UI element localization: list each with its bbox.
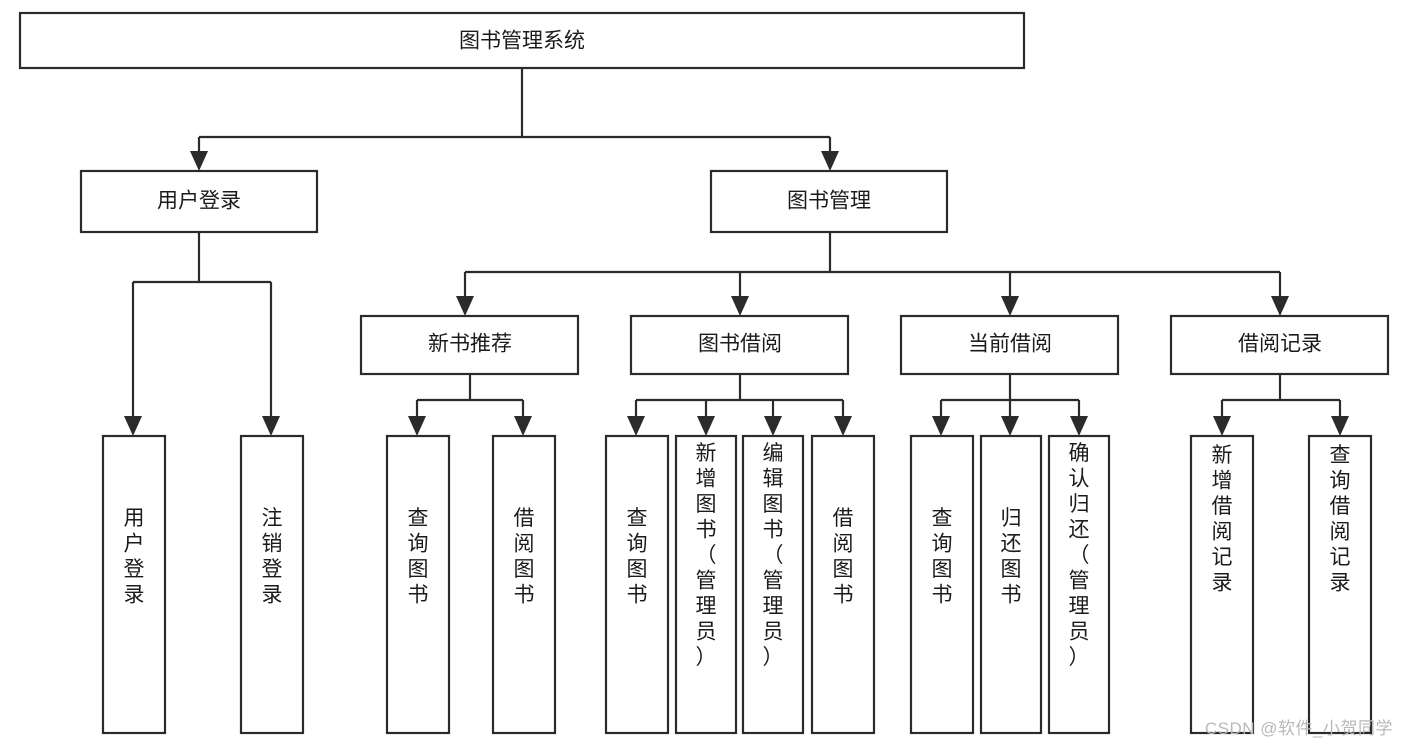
node-user-login-label: 用户登录 bbox=[157, 190, 241, 213]
node-leaf-borrow-book-1-label: 借阅图书 bbox=[514, 507, 535, 607]
node-leaf-borrow-book-1-box[interactable] bbox=[491, 434, 557, 735]
node-leaf-user-login-label: 用户登录 bbox=[124, 507, 145, 607]
node-leaf-return-book-label: 归还图书 bbox=[1001, 507, 1022, 607]
arrow-icon-to-leaf-borrow-book-2 bbox=[834, 416, 852, 436]
arrow-icon-to-leaf-user-login bbox=[124, 416, 142, 436]
node-current-borrow-box[interactable] bbox=[899, 314, 1120, 376]
arrow-icon-to-leaf-add-book bbox=[697, 416, 715, 436]
arrow-icon-to-leaf-query-book-3 bbox=[932, 416, 950, 436]
node-user-login-box[interactable] bbox=[79, 169, 319, 234]
node-leaf-add-record[interactable]: 新增借阅记录 bbox=[1189, 434, 1255, 735]
arrow-icon-to-book-borrow bbox=[731, 296, 749, 316]
node-book-management-label: 图书管理 bbox=[787, 190, 871, 213]
node-leaf-return-book-box[interactable] bbox=[979, 434, 1043, 735]
node-borrow-record[interactable]: 借阅记录 bbox=[1169, 314, 1390, 376]
arrow-icon-to-leaf-return-book bbox=[1001, 416, 1019, 436]
connector-layer bbox=[131, 68, 1342, 418]
node-leaf-edit-book-label: 编辑图书（管理员） bbox=[763, 442, 784, 669]
node-root[interactable]: 图书管理系统 bbox=[18, 11, 1026, 70]
node-leaf-confirm-return-label: 确认归还（管理员） bbox=[1069, 442, 1090, 669]
node-leaf-user-login[interactable]: 用户登录 bbox=[101, 434, 167, 735]
node-book-management-box[interactable] bbox=[709, 169, 949, 234]
node-leaf-query-book-1-label: 查询图书 bbox=[408, 507, 429, 607]
arrow-icon-to-leaf-query-book-2 bbox=[627, 416, 645, 436]
node-current-borrow-label: 当前借阅 bbox=[968, 333, 1052, 356]
arrow-icon-to-leaf-query-book-1 bbox=[408, 416, 426, 436]
node-leaf-confirm-return[interactable]: 确认归还（管理员） bbox=[1047, 434, 1111, 735]
node-book-borrow[interactable]: 图书借阅 bbox=[629, 314, 850, 376]
node-leaf-query-record-box[interactable] bbox=[1307, 434, 1373, 735]
node-leaf-add-record-label: 新增借阅记录 bbox=[1212, 444, 1233, 595]
arrow-icon-to-current-borrow bbox=[1001, 296, 1019, 316]
node-leaf-query-book-2-label: 查询图书 bbox=[627, 507, 648, 607]
node-root-box[interactable] bbox=[18, 11, 1026, 70]
node-leaf-query-book-1-box[interactable] bbox=[385, 434, 451, 735]
node-leaf-return-book[interactable]: 归还图书 bbox=[979, 434, 1043, 735]
node-book-borrow-label: 图书借阅 bbox=[698, 333, 782, 356]
arrow-icon-to-leaf-add-record bbox=[1213, 416, 1231, 436]
node-leaf-query-book-3[interactable]: 查询图书 bbox=[909, 434, 975, 735]
node-leaf-add-book-box[interactable] bbox=[674, 434, 738, 735]
node-leaf-logout-login[interactable]: 注销登录 bbox=[239, 434, 305, 735]
node-leaf-query-book-3-box[interactable] bbox=[909, 434, 975, 735]
node-leaf-query-book-1[interactable]: 查询图书 bbox=[385, 434, 451, 735]
arrow-icon-to-leaf-query-record bbox=[1331, 416, 1349, 436]
arrow-icon-to-borrow-record bbox=[1271, 296, 1289, 316]
node-book-management[interactable]: 图书管理 bbox=[709, 169, 949, 234]
node-leaf-edit-book-box[interactable] bbox=[741, 434, 805, 735]
node-leaf-edit-book[interactable]: 编辑图书（管理员） bbox=[741, 434, 805, 735]
node-leaf-query-record-label: 查询借阅记录 bbox=[1330, 444, 1351, 595]
node-new-book-recommend[interactable]: 新书推荐 bbox=[359, 314, 580, 376]
node-leaf-query-book-2[interactable]: 查询图书 bbox=[604, 434, 670, 735]
node-leaf-add-book[interactable]: 新增图书（管理员） bbox=[674, 434, 738, 735]
node-leaf-add-record-box[interactable] bbox=[1189, 434, 1255, 735]
node-leaf-logout-login-box[interactable] bbox=[239, 434, 305, 735]
node-new-book-recommend-label: 新书推荐 bbox=[428, 333, 512, 356]
node-leaf-query-book-2-box[interactable] bbox=[604, 434, 670, 735]
arrow-icon-to-leaf-logout-login bbox=[262, 416, 280, 436]
arrow-icon-to-user-login bbox=[190, 151, 208, 171]
node-leaf-user-login-box[interactable] bbox=[101, 434, 167, 735]
node-leaf-query-book-3-label: 查询图书 bbox=[932, 507, 953, 607]
node-new-book-recommend-box[interactable] bbox=[359, 314, 580, 376]
arrow-icon-to-new-book-recommend bbox=[456, 296, 474, 316]
node-borrow-record-box[interactable] bbox=[1169, 314, 1390, 376]
arrow-icon-to-leaf-borrow-book-1 bbox=[514, 416, 532, 436]
arrow-icon-to-leaf-edit-book bbox=[764, 416, 782, 436]
node-leaf-add-book-label: 新增图书（管理员） bbox=[696, 442, 717, 669]
node-leaf-borrow-book-2-label: 借阅图书 bbox=[833, 507, 854, 607]
node-leaf-borrow-book-2[interactable]: 借阅图书 bbox=[810, 434, 876, 735]
node-leaf-borrow-book-2-box[interactable] bbox=[810, 434, 876, 735]
node-borrow-record-label: 借阅记录 bbox=[1238, 333, 1322, 356]
arrow-icon-to-leaf-confirm-return bbox=[1070, 416, 1088, 436]
node-user-login[interactable]: 用户登录 bbox=[79, 169, 319, 234]
node-leaf-logout-login-label: 注销登录 bbox=[262, 507, 283, 607]
arrow-icon-to-book-management bbox=[821, 151, 839, 171]
node-current-borrow[interactable]: 当前借阅 bbox=[899, 314, 1120, 376]
node-leaf-query-record[interactable]: 查询借阅记录 bbox=[1307, 434, 1373, 735]
csdn-watermark: CSDN @软件_小贺同学 bbox=[1204, 719, 1393, 738]
node-leaf-borrow-book-1[interactable]: 借阅图书 bbox=[491, 434, 557, 735]
node-leaf-confirm-return-box[interactable] bbox=[1047, 434, 1111, 735]
node-root-label: 图书管理系统 bbox=[459, 30, 585, 53]
node-book-borrow-box[interactable] bbox=[629, 314, 850, 376]
